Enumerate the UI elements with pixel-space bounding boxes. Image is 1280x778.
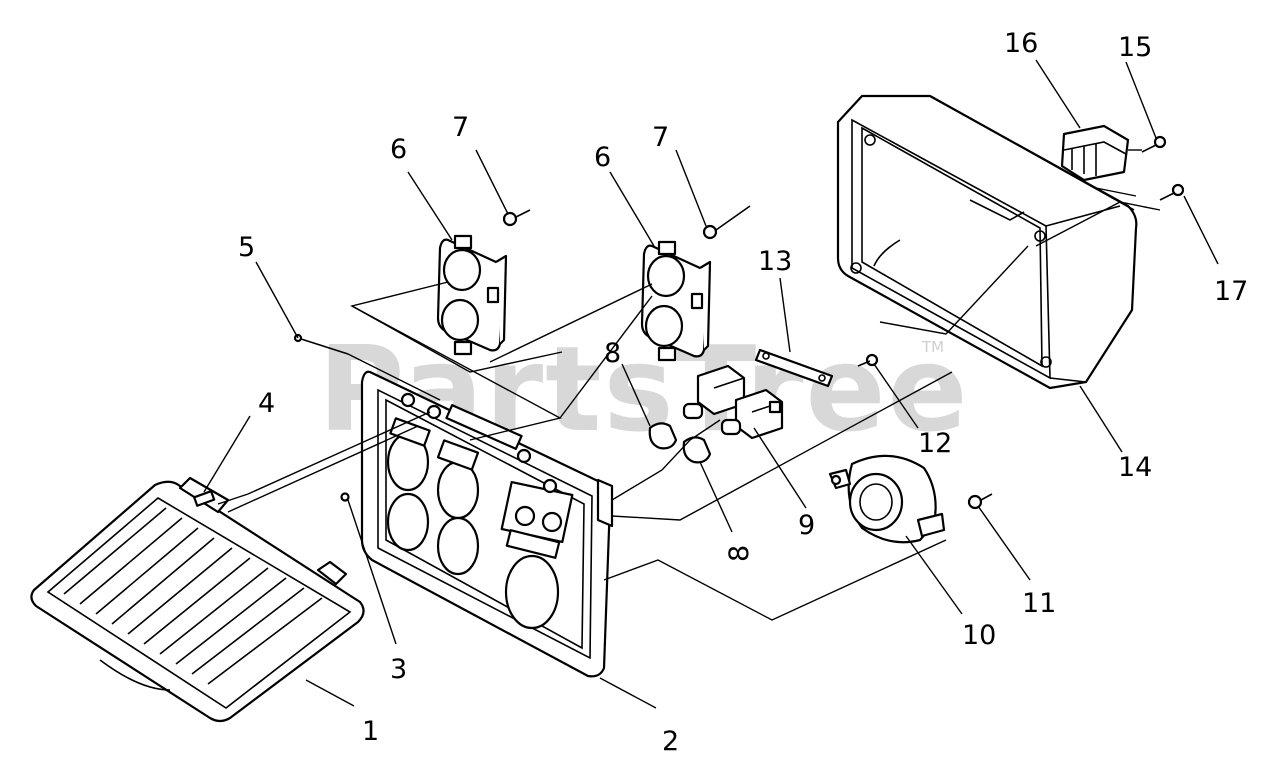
part-3-screw[interactable] bbox=[340, 492, 350, 502]
part-4-latch[interactable] bbox=[193, 490, 216, 507]
callout-1: 1 bbox=[362, 716, 379, 747]
callout-12: 12 bbox=[918, 428, 952, 459]
part-7-nut-right[interactable] bbox=[702, 205, 751, 240]
callout-6-right: 6 bbox=[594, 142, 611, 173]
part-12-screw[interactable] bbox=[857, 353, 879, 367]
callout-10: 10 bbox=[962, 620, 996, 651]
callout-17: 17 bbox=[1214, 276, 1248, 307]
callout-4: 4 bbox=[258, 388, 275, 419]
callout-11: 11 bbox=[1022, 588, 1056, 619]
part-7-nut-left[interactable] bbox=[502, 209, 531, 227]
callout-15: 15 bbox=[1118, 32, 1152, 63]
callout-labels: 1 2 3 4 5 6 6 7 7 8 8 9 10 11 12 13 14 1… bbox=[238, 28, 1248, 757]
part-13-bus-bar[interactable] bbox=[754, 348, 834, 388]
part-9-breaker-upper[interactable] bbox=[682, 364, 746, 420]
part-9-breaker-lower[interactable] bbox=[720, 388, 784, 440]
assembly-leader-lines bbox=[217, 149, 1161, 621]
callout-7-left: 7 bbox=[452, 112, 469, 143]
part-16-terminal-block[interactable] bbox=[1060, 124, 1130, 182]
part-14-housing[interactable] bbox=[836, 94, 1138, 390]
callout-7-right: 7 bbox=[652, 122, 669, 153]
part-6-receptacle-left[interactable] bbox=[436, 234, 508, 356]
part-6-receptacle-right[interactable] bbox=[640, 240, 712, 362]
callout-16: 16 bbox=[1004, 28, 1038, 59]
part-15-screw[interactable] bbox=[1141, 135, 1167, 153]
callout-pointers bbox=[203, 59, 1219, 709]
callout-3: 3 bbox=[390, 654, 407, 685]
part-10-twist-lock-receptacle[interactable] bbox=[828, 454, 946, 544]
callout-14: 14 bbox=[1118, 452, 1152, 483]
part-8-lamp-upper[interactable] bbox=[648, 422, 678, 450]
part-17-screw[interactable] bbox=[1159, 183, 1185, 201]
part-2-front-panel[interactable] bbox=[360, 370, 614, 678]
callout-6-left: 6 bbox=[390, 134, 407, 165]
callout-13: 13 bbox=[758, 246, 792, 277]
callout-8-upper: 8 bbox=[604, 338, 621, 369]
part-1-cover-lid[interactable] bbox=[30, 476, 365, 723]
callout-5: 5 bbox=[238, 232, 255, 263]
part-11-nut[interactable] bbox=[967, 493, 993, 510]
callout-9: 9 bbox=[798, 510, 815, 541]
watermark-trademark: TM bbox=[921, 338, 944, 356]
callout-8-lower: 8 bbox=[724, 545, 755, 562]
callout-2: 2 bbox=[662, 726, 679, 757]
